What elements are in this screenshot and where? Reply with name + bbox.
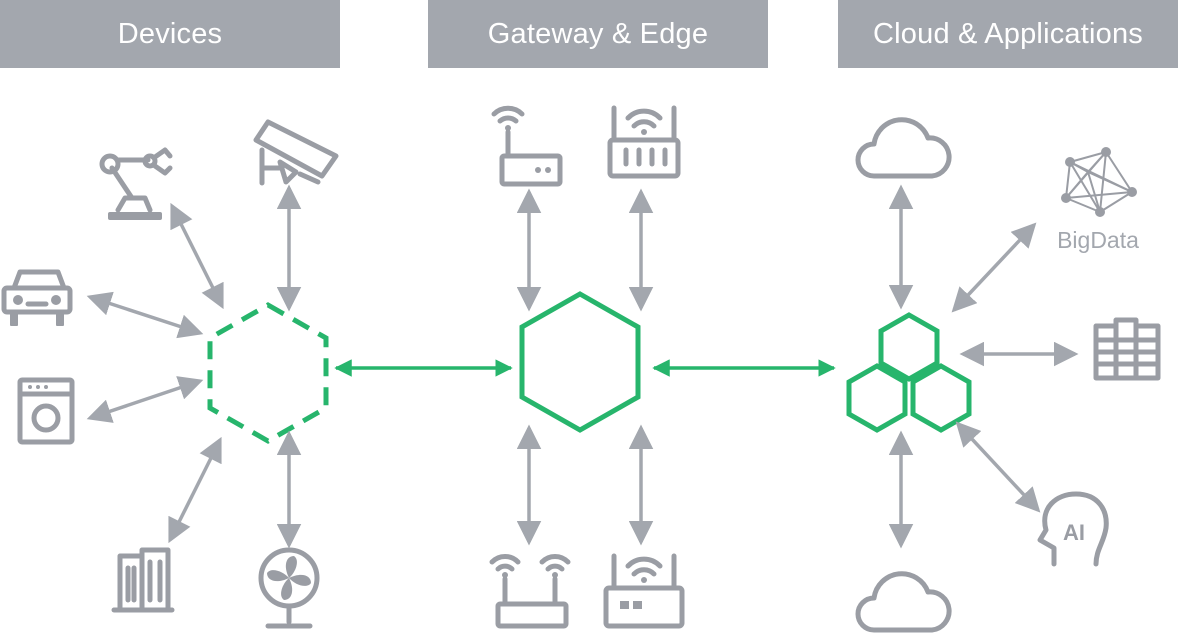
server-rack-icon: [1093, 317, 1161, 381]
ai-label: AI: [1063, 520, 1085, 545]
wifi-router-dual-antenna-icon: [489, 554, 571, 629]
cloud-header: Cloud & Applications: [838, 0, 1178, 68]
cloud-bottom-icon: [855, 571, 952, 633]
robot-arm-arrow: [170, 202, 224, 310]
washing-machine-icon: [17, 377, 75, 445]
wifi-router-single-antenna-icon: [491, 105, 563, 187]
wifi-router-box-icon: [603, 553, 685, 629]
robot-arm-icon: [99, 147, 173, 220]
cloud-top-icon: [855, 117, 952, 179]
car-icon: [1, 269, 73, 326]
car-arrow: [86, 291, 204, 339]
cloud-hub-hexagon-cluster: [846, 312, 972, 433]
building-icon: [111, 547, 175, 613]
bigdata-network-icon: [1061, 147, 1137, 217]
devices-header: Devices: [0, 0, 340, 68]
wifi-router-ports-icon: [607, 105, 681, 179]
bigdata-arrow: [951, 222, 1037, 313]
washer-arrow: [86, 376, 204, 423]
gateway-hub-hexagon: [519, 291, 641, 433]
gateway-header: Gateway & Edge: [428, 0, 768, 68]
bigdata-label: BigData: [1057, 227, 1139, 253]
ai-head-icon: AI: [1037, 491, 1109, 567]
building-arrow: [168, 436, 222, 544]
fan-icon: [258, 547, 320, 629]
device-hub-hexagon: [207, 302, 329, 444]
ai-arrow: [955, 421, 1041, 513]
security-camera-icon: [253, 119, 339, 186]
